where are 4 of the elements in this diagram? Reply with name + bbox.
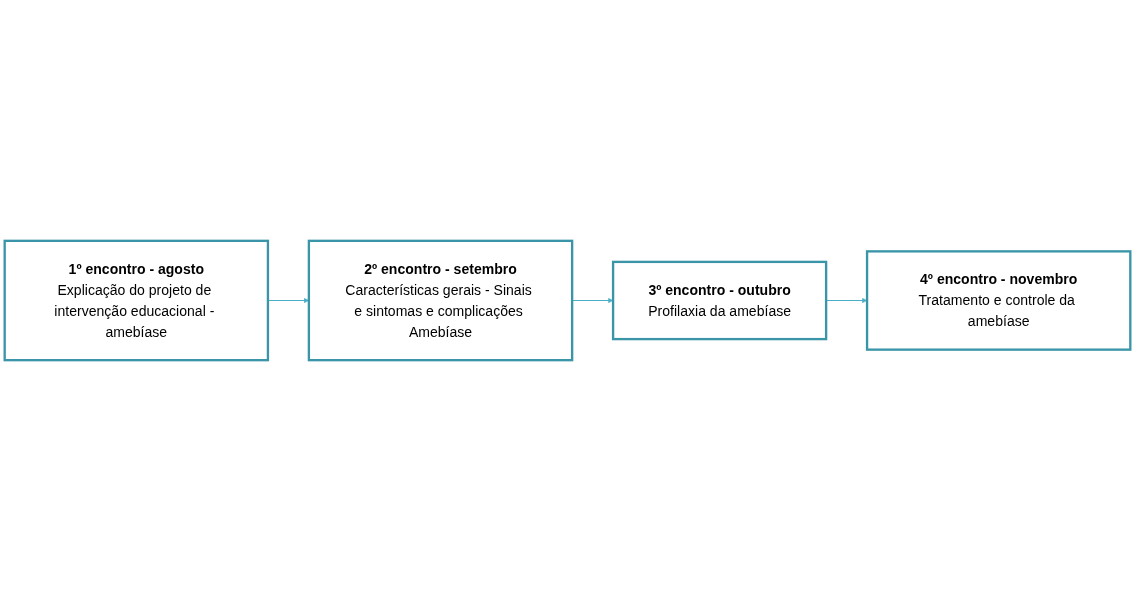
node-box: 1º encontro - agosto Explicação do projeto de intervenção educacional - amebíase xyxy=(3,239,270,362)
node-box: 4º encontro - novembro Tratamento e controle da amebíase xyxy=(865,250,1132,351)
node-box: 2º encontro - setembro Características gerais - Sinais e sintomas e complicações Amebíase xyxy=(307,239,574,362)
node-box: 3º encontro - outubro Profilaxia da amebíase xyxy=(611,260,828,341)
